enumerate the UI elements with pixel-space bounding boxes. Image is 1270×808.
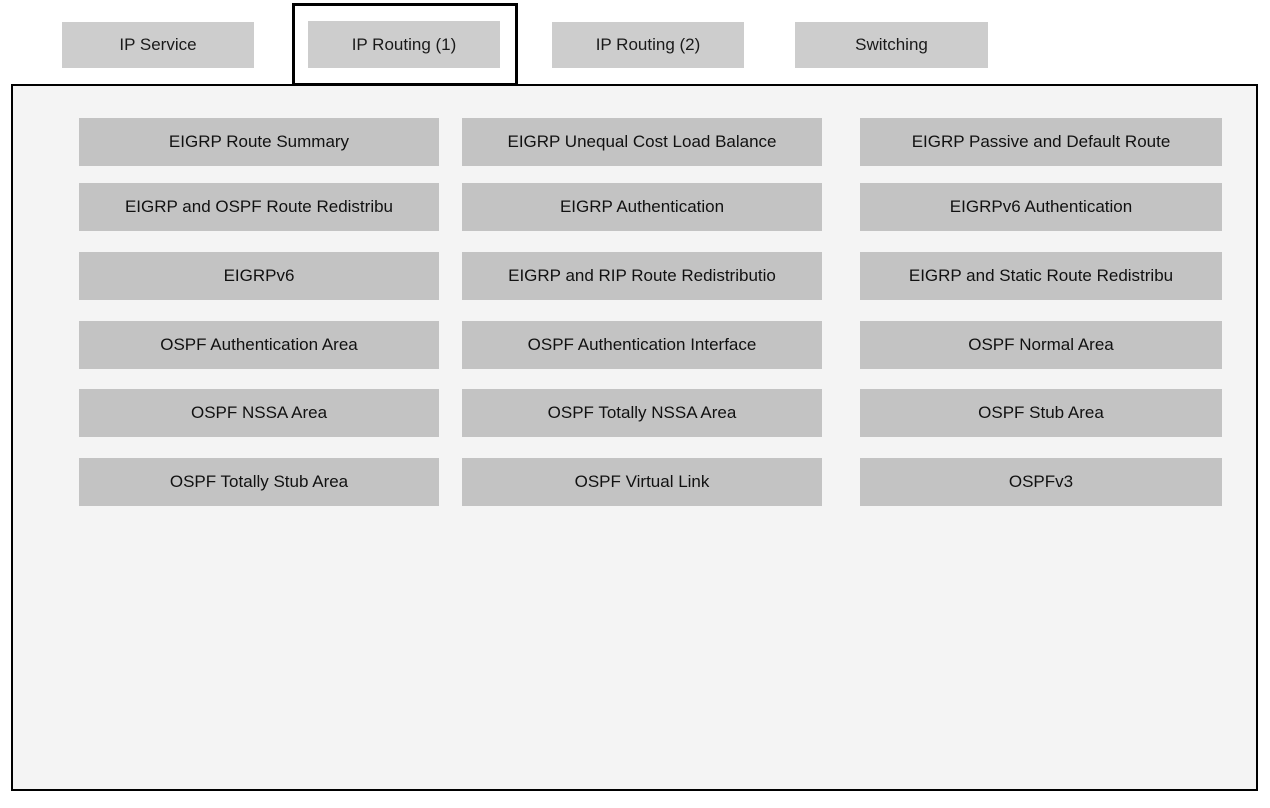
topic-button-ospfv3[interactable]: OSPFv3	[860, 458, 1222, 506]
topic-button-eigrp-and-ospf-route-redistribu[interactable]: EIGRP and OSPF Route Redistribu	[79, 183, 439, 231]
topic-button-eigrp-and-static-route-redistribu[interactable]: EIGRP and Static Route Redistribu	[860, 252, 1222, 300]
tab-ip-routing-2[interactable]: IP Routing (2)	[552, 22, 744, 68]
topic-button-eigrpv6[interactable]: EIGRPv6	[79, 252, 439, 300]
topic-button-eigrp-route-summary[interactable]: EIGRP Route Summary	[79, 118, 439, 166]
topic-button-eigrp-unequal-cost-load-balance[interactable]: EIGRP Unequal Cost Load Balance	[462, 118, 822, 166]
topic-button-eigrpv6-authentication[interactable]: EIGRPv6 Authentication	[860, 183, 1222, 231]
topic-button-eigrp-passive-and-default-route[interactable]: EIGRP Passive and Default Route	[860, 118, 1222, 166]
tab-switching[interactable]: Switching	[795, 22, 988, 68]
tab-ip-service[interactable]: IP Service	[62, 22, 254, 68]
topic-button-ospf-authentication-area[interactable]: OSPF Authentication Area	[79, 321, 439, 369]
tab-ip-routing-1[interactable]: IP Routing (1)	[308, 21, 500, 68]
topic-button-eigrp-authentication[interactable]: EIGRP Authentication	[462, 183, 822, 231]
content-panel: EIGRP Route Summary EIGRP Unequal Cost Lo…	[11, 84, 1258, 791]
topic-button-ospf-virtual-link[interactable]: OSPF Virtual Link	[462, 458, 822, 506]
topic-button-ospf-normal-area[interactable]: OSPF Normal Area	[860, 321, 1222, 369]
topic-button-ospf-nssa-area[interactable]: OSPF NSSA Area	[79, 389, 439, 437]
topic-button-ospf-stub-area[interactable]: OSPF Stub Area	[860, 389, 1222, 437]
topic-button-eigrp-and-rip-route-redistributio[interactable]: EIGRP and RIP Route Redistributio	[462, 252, 822, 300]
topic-button-ospf-totally-stub-area[interactable]: OSPF Totally Stub Area	[79, 458, 439, 506]
topic-button-ospf-authentication-interface[interactable]: OSPF Authentication Interface	[462, 321, 822, 369]
topic-button-ospf-totally-nssa-area[interactable]: OSPF Totally NSSA Area	[462, 389, 822, 437]
selected-tab-frame: IP Routing (1)	[292, 3, 518, 86]
